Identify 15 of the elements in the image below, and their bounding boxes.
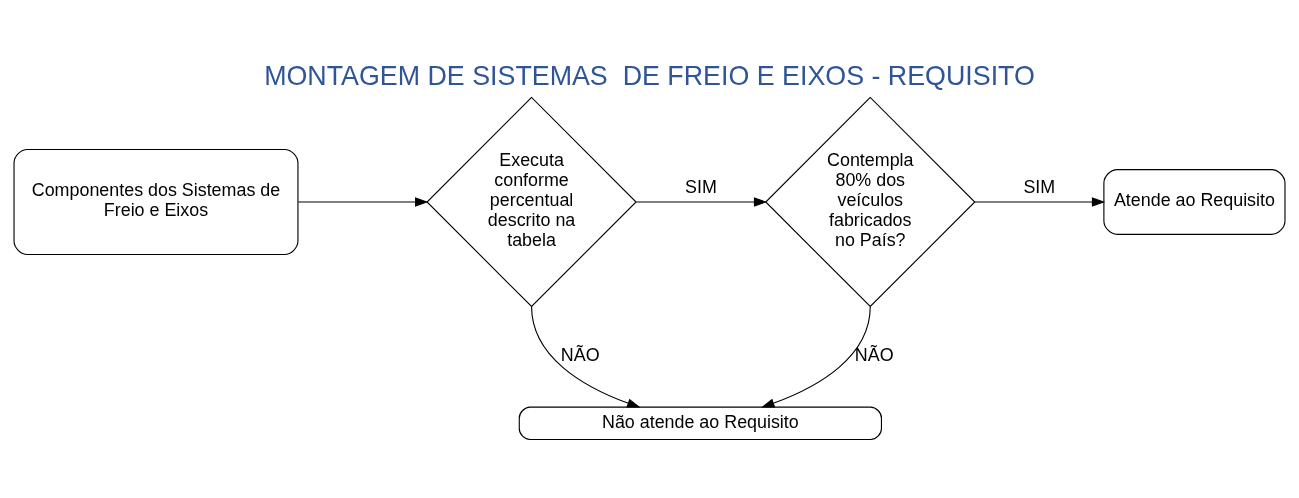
arrow (974, 196, 1106, 207)
node-box: Componentes dos Sistemas de Freio e Eixos (13, 148, 299, 255)
arrow (635, 196, 768, 207)
node-box: Atende ao Requisito (1103, 168, 1286, 235)
edge-label: SIM (1023, 176, 1056, 197)
arrow (531, 305, 641, 408)
node-diamond: Executa conforme percentual descrito na tabela (426, 96, 637, 307)
arrow (297, 196, 429, 207)
edge-label: NÃO (560, 344, 600, 365)
node-box: Não atende ao Requisito (518, 406, 882, 440)
edge-label: SIM (685, 176, 717, 197)
node-diamond: Contempla 80% dos veículos fabricados no País? (764, 96, 976, 307)
arrow (761, 305, 871, 408)
diagram-title: MONTAGEM DE SISTEMAS DE FREIO E EIXOS - REQUISITO (264, 60, 1035, 91)
edge-label: NÃO (854, 344, 894, 365)
